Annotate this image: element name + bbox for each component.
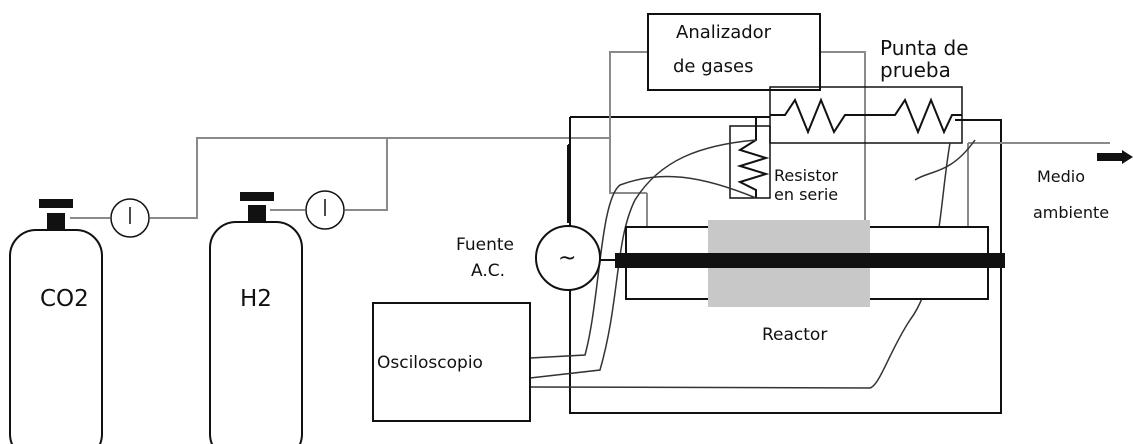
analyzer-label-line2: de gases <box>673 56 754 77</box>
probe-label-line2: prueba <box>880 58 951 82</box>
gas-supply-lines <box>70 137 648 227</box>
reactor: Reactor <box>600 220 1005 345</box>
co2-cylinder: CO2 <box>9 199 103 444</box>
reactor-electrode <box>615 253 1005 268</box>
series-resistor: Resistor en serie <box>729 117 838 204</box>
co2-flow-meter <box>110 198 150 238</box>
resistor-label-line2: en serie <box>774 185 838 204</box>
ac-source-symbol: ~ <box>558 246 576 271</box>
reactor-label: Reactor <box>762 325 827 345</box>
resistor-label-line1: Resistor <box>774 166 838 185</box>
ambient-label-line1: Medio <box>1037 167 1085 186</box>
h2-flow-meter <box>305 190 345 230</box>
ambient-label-line2: ambiente <box>1033 203 1109 222</box>
test-probe: Punta de prueba <box>769 36 969 144</box>
h2-cylinder: H2 <box>209 192 303 444</box>
oscilloscope: Osciloscopio <box>372 302 531 422</box>
probe-label-line1: Punta de <box>880 36 969 60</box>
h2-label: H2 <box>240 286 272 312</box>
main-enclosure <box>569 116 1002 414</box>
analyzer-label-line1: Analizador <box>676 22 772 43</box>
exhaust-arrow-icon <box>1097 153 1123 161</box>
ac-source-label-line1: Fuente <box>456 235 514 255</box>
oscilloscope-label: Osciloscopio <box>377 353 483 373</box>
co2-label: CO2 <box>40 286 89 312</box>
exhaust-line <box>967 142 1133 227</box>
measurement-wires <box>529 139 976 389</box>
ac-source-label-line2: A.C. <box>471 261 505 281</box>
ac-source: ~ Fuente A.C. <box>456 144 601 291</box>
gas-analyzer: Analizador de gases <box>609 13 866 227</box>
